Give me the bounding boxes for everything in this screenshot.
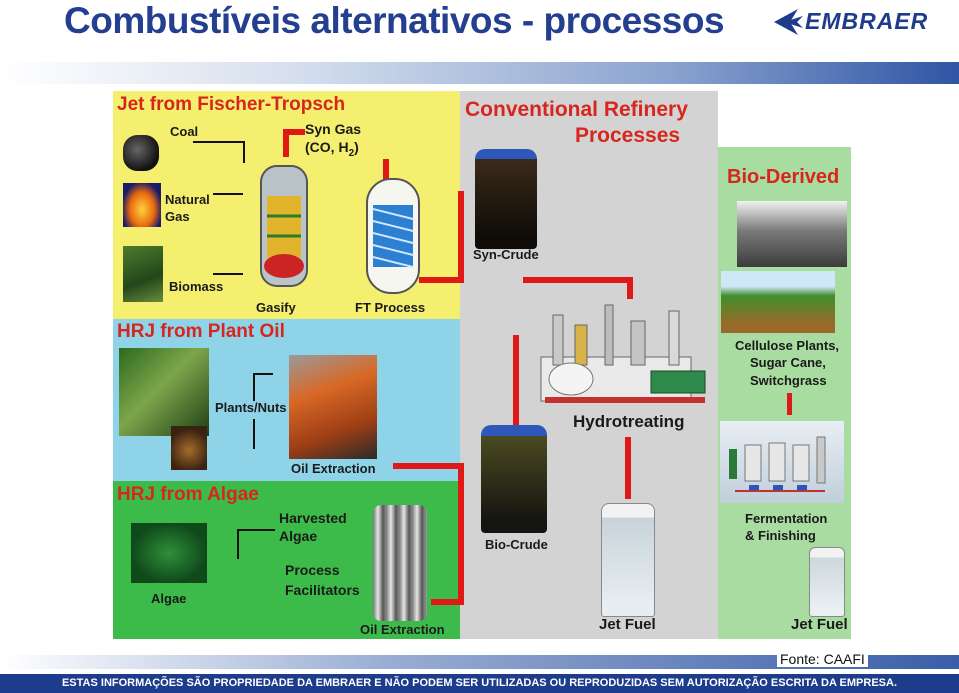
natural-gas-label-2: Gas (165, 209, 190, 224)
disclaimer-footer: ESTAS INFORMAÇÕES SÃO PROPRIEDADE DA EMB… (0, 674, 959, 693)
hydrotreating-label: Hydrotreating (573, 412, 685, 431)
coal-label: Coal (170, 124, 199, 139)
syngas-arrow-right (283, 129, 305, 135)
logo-wordmark: EMBRAER (805, 8, 929, 34)
algae-arrow-right (237, 529, 275, 531)
bio-plants-label-2: Sugar Cane, (750, 355, 826, 370)
ft-process-label: FT Process (355, 300, 426, 315)
coal-feed-line (193, 141, 245, 143)
bio-crude-label: Bio-Crude (485, 537, 548, 552)
jet-fuel-bottle (601, 503, 655, 617)
ft-feed-vertical (458, 191, 464, 283)
coal-image (123, 135, 159, 171)
gasify-label: Gasify (256, 300, 296, 315)
plants-feed-line (253, 419, 255, 449)
process-facilitators-label-2: Facilitators (285, 582, 360, 598)
gas-feed-line (213, 193, 243, 195)
source-caption: Fonte: CAAFI (777, 651, 868, 667)
biocrude-to-hydro-line (513, 335, 519, 475)
biomass-label: Biomass (169, 279, 224, 294)
bio-jet-fuel-label: Jet Fuel (791, 616, 848, 633)
plants-image (119, 348, 209, 436)
plants-arrow-up (253, 373, 255, 401)
syn-gas-close: ) (354, 139, 359, 155)
gasifier-image (260, 165, 308, 287)
algae-arrow-up (237, 529, 239, 559)
algae-image (131, 523, 207, 583)
ft-reactor-image (366, 178, 420, 294)
natural-gas-label-1: Natural (165, 192, 210, 207)
syn-gas-formula: (CO, H (305, 139, 349, 155)
refinery-title-1: Conventional Refinery (465, 98, 688, 121)
hydro-to-jetfuel-arrow (625, 437, 631, 499)
biocrude-feed-vertical (458, 463, 464, 605)
syn-crude-bottle (475, 149, 537, 249)
bio-plants-label-1: Cellulose Plants, (735, 338, 840, 353)
bio-derived-title: Bio-Derived (727, 166, 840, 188)
algae-panel-title: HRJ from Algae (117, 484, 259, 505)
syn-crude-label: Syn-Crude (473, 247, 539, 262)
ft-panel-title: Jet from Fischer-Tropsch (117, 94, 346, 115)
bio-jet-fuel-bottle (809, 547, 845, 617)
syncrude-to-hydro-down (627, 277, 633, 299)
bio-derived-white-gap (718, 91, 851, 147)
footer-gradient-bar (0, 655, 959, 669)
fermentation-equipment-icon (729, 436, 826, 492)
plant-oil-extraction-label: Oil Extraction (291, 461, 376, 476)
algae-label: Algae (151, 591, 187, 606)
biomass-image (123, 246, 163, 302)
syn-gas-label-2: (CO, H2) (305, 139, 359, 162)
embraer-logo (774, 9, 803, 35)
syngas-arrow-up (283, 131, 289, 157)
syngas-arrow-down (383, 159, 389, 179)
jet-fuel-label: Jet Fuel (599, 616, 656, 633)
bio-plants-label-3: Switchgrass (750, 373, 827, 388)
algae-extractor-image (373, 505, 427, 621)
page-title: Combustíveis alternativos - processos (64, 0, 725, 41)
bio-crude-bottle (481, 425, 547, 533)
biomass-feed-line (213, 273, 243, 275)
bio-plants-to-ferment-arrow (787, 393, 792, 415)
plants-nuts-label: Plants/Nuts (215, 400, 287, 415)
coal-feed-line-down (243, 141, 245, 163)
fermentation-label-2: & Finishing (745, 528, 816, 543)
refinery-plant-image (540, 304, 706, 403)
fermentation-label-1: Fermentation (745, 511, 828, 526)
sugar-cane-photo (721, 271, 835, 333)
syn-gas-label-1: Syn Gas (305, 121, 362, 137)
oil-press-image (289, 355, 377, 459)
switchgrass-photo (737, 201, 847, 267)
process-facilitators-label-1: Process (285, 562, 340, 578)
refinery-title-2: Processes (575, 124, 681, 147)
syncrude-to-hydro-line (523, 277, 633, 283)
process-diagram: Jet from Fischer-Tropsch Coal Natural Ga… (113, 91, 851, 639)
natural-gas-image (123, 183, 161, 227)
algae-to-biocrude-arrow (431, 599, 459, 605)
algae-oil-extraction-label: Oil Extraction (360, 622, 445, 637)
harvested-label-2: Algae (279, 528, 318, 544)
syn-gas-subscript: 2 (348, 147, 355, 159)
nuts-image (171, 426, 207, 470)
harvested-label-1: Harvested (279, 510, 347, 526)
plant-oil-panel-title: HRJ from Plant Oil (117, 321, 285, 342)
plant-oil-to-biocrude-arrow (393, 463, 459, 469)
plants-arrow-right (253, 373, 273, 375)
ft-to-syncrude-arrow (419, 277, 459, 283)
header-gradient-bar (0, 62, 959, 84)
